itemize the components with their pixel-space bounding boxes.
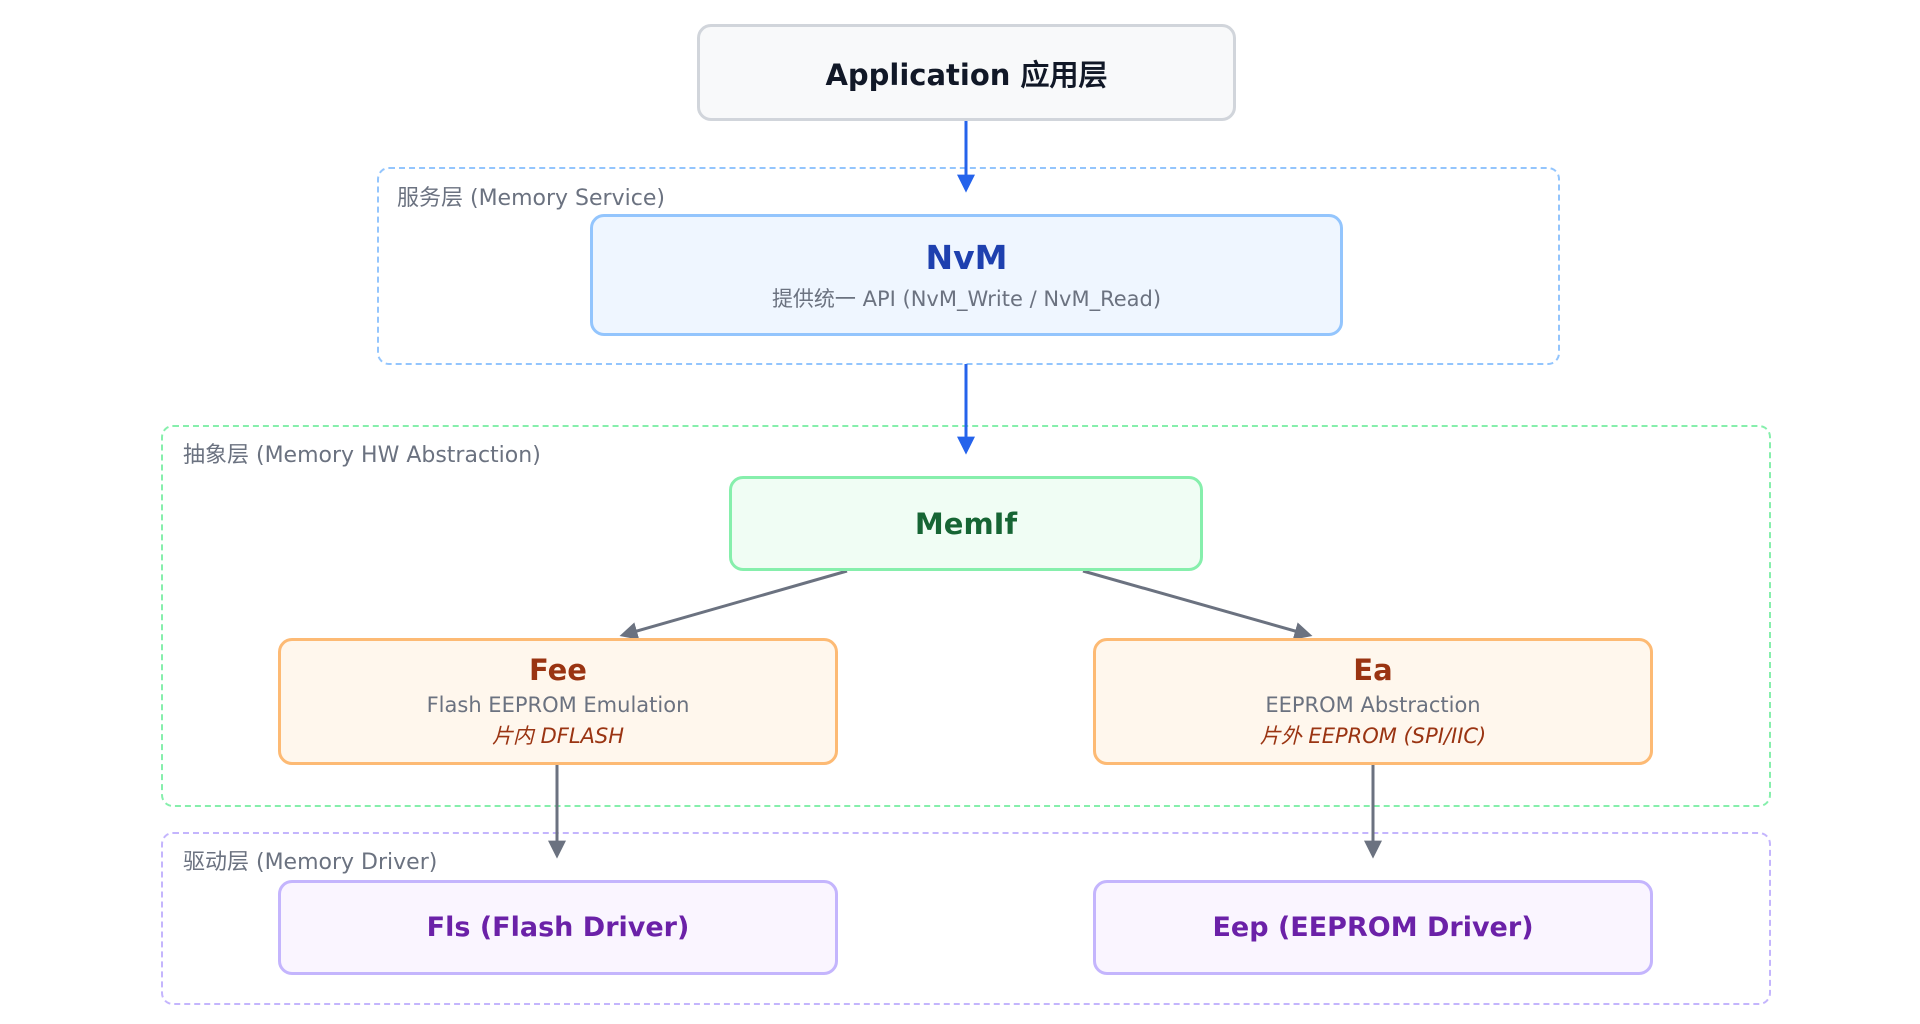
edge-memif-fee — [619, 569, 848, 640]
node-fee-note: 片内 DFLASH — [491, 724, 625, 748]
node-nvm-subtitle: 提供统一 API (NvM_Write / NvM_Read) — [771, 286, 1162, 311]
node-fee: Fee Flash EEPROM Emulation 片内 DFLASH — [278, 638, 838, 765]
service-layer-label: 服务层 (Memory Service) — [397, 186, 665, 211]
node-ea-note: 片外 EEPROM (SPI/IIC) — [1259, 724, 1487, 748]
node-fls: Fls (Flash Driver) — [278, 880, 838, 975]
node-nvm-title: NvM — [925, 237, 1008, 277]
node-eep: Eep (EEPROM Driver) — [1093, 880, 1653, 975]
node-fls-title: Fls (Flash Driver) — [426, 912, 690, 943]
node-application: Application 应用层 — [697, 24, 1236, 121]
node-ea: Ea EEPROM Abstraction 片外 EEPROM (SPI/IIC… — [1093, 638, 1653, 765]
node-memif: MemIf — [729, 476, 1203, 571]
node-eep-title: Eep (EEPROM Driver) — [1212, 912, 1534, 943]
node-nvm: NvM 提供统一 API (NvM_Write / NvM_Read) — [590, 214, 1343, 336]
node-fee-title: Fee — [529, 653, 587, 687]
node-ea-subtitle: EEPROM Abstraction — [1265, 693, 1481, 717]
node-application-title: Application 应用层 — [825, 57, 1108, 92]
node-memif-title: MemIf — [914, 506, 1018, 541]
driver-layer-label: 驱动层 (Memory Driver) — [183, 850, 438, 875]
service-layer-group — [377, 167, 1560, 365]
edge-memif-ea — [1082, 569, 1313, 640]
node-ea-title: Ea — [1353, 653, 1393, 687]
node-fee-subtitle: Flash EEPROM Emulation — [426, 693, 690, 717]
abstraction-layer-label: 抽象层 (Memory HW Abstraction) — [183, 443, 541, 468]
driver-layer-group — [161, 832, 1771, 1005]
